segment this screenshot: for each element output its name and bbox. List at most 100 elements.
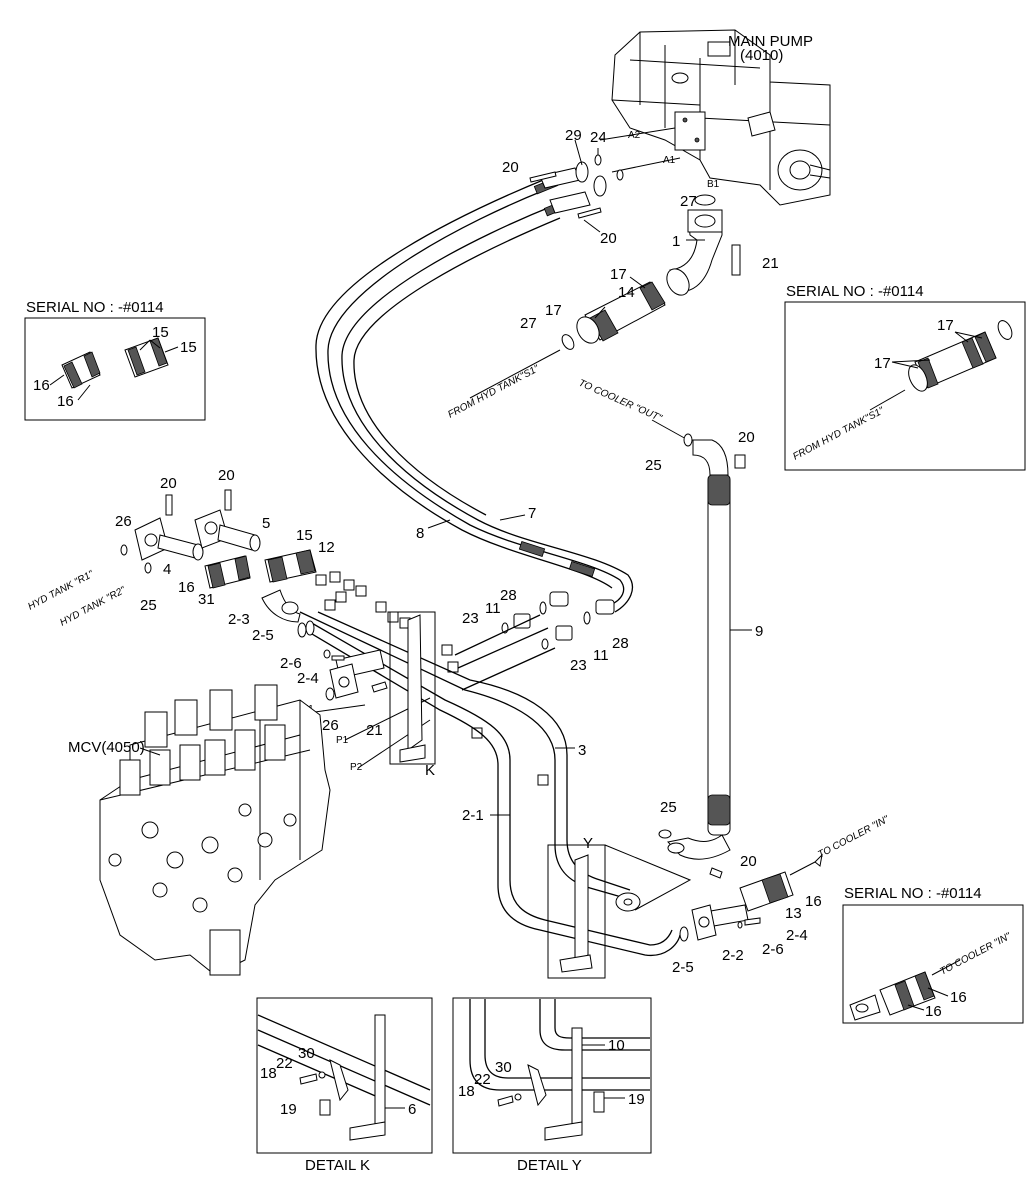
serial-box-left-label-16a: 16 [33, 377, 50, 394]
callout-2-6-b: 2-6 [762, 941, 784, 958]
detail-k-label-30: 30 [298, 1045, 315, 1062]
callout-27-a: 27 [680, 193, 697, 210]
pipe-3 [299, 611, 641, 912]
callout-21-a: 21 [762, 255, 779, 272]
callout-11-a: 11 [485, 600, 501, 617]
callout-31: 31 [198, 591, 215, 608]
callout-23-a: 23 [462, 610, 479, 627]
serial-box-bottom-note: TO COOLER "IN" [938, 931, 1013, 978]
detail-y-label-10: 10 [608, 1037, 625, 1054]
callout-15: 15 [296, 527, 313, 544]
callout-26-a: 26 [115, 513, 132, 530]
mcv-4050 [99, 684, 331, 976]
callout-17-a: 17 [610, 266, 627, 283]
detail-k-label-19: 19 [280, 1101, 297, 1118]
main-pump [611, 29, 831, 206]
serial-box-left-label-15a: 15 [152, 324, 169, 341]
callout-2-6-a: 2-6 [280, 655, 302, 672]
flange-4 [134, 517, 204, 561]
detail-y-label-19: 19 [628, 1091, 645, 1108]
serial-box-bottom-title: SERIAL NO : -#0114 [844, 885, 982, 902]
serial-box-right-title: SERIAL NO : -#0114 [786, 283, 924, 300]
detail-k-label-6: 6 [408, 1101, 416, 1118]
callout-1: 1 [672, 233, 680, 250]
detail-y-label-22: 22 [474, 1071, 491, 1088]
callout-5: 5 [262, 515, 270, 532]
callout-2-3: 2-3 [228, 611, 250, 628]
hose-13 [739, 871, 794, 912]
mcv-label: MCV(4050) [68, 739, 145, 756]
serial-box-bottom [842, 904, 1024, 1024]
callout-2-2: 2-2 [722, 947, 744, 964]
flange-5 [194, 509, 261, 552]
detail-y-title: DETAIL Y [517, 1157, 582, 1174]
port-p2: P2 [350, 762, 363, 773]
note-to-cooler-in: TO COOLER "IN" [816, 814, 891, 861]
fittings-28-11 [501, 591, 615, 650]
port-a2: A2 [628, 130, 641, 141]
callout-16-b: 16 [805, 893, 822, 910]
detail-y-label-30: 30 [495, 1059, 512, 1076]
bolt-21 [731, 244, 741, 276]
elbow-cooler-in [667, 834, 731, 860]
serial-box-right [784, 301, 1026, 471]
bracket-k [389, 611, 436, 765]
port-b1: B1 [707, 179, 720, 190]
callout-20-f: 20 [740, 853, 757, 870]
callout-12: 12 [318, 539, 335, 556]
serial-box-left-label-15b: 15 [180, 339, 197, 356]
pump-fittings [529, 154, 624, 219]
callout-17-b: 17 [545, 302, 562, 319]
callout-29: 29 [565, 127, 582, 144]
elbow-1 [666, 209, 723, 296]
callout-20-d: 20 [160, 475, 177, 492]
callout-7: 7 [528, 505, 536, 522]
callout-20-a: 20 [502, 159, 519, 176]
main-pump-label: MAIN PUMP [728, 33, 813, 50]
main-pump-code: (4010) [740, 47, 783, 64]
hose-31 [204, 555, 251, 589]
callout-2-4-a: 2-4 [297, 670, 319, 687]
callout-27-b: 27 [520, 315, 537, 332]
callout-9: 9 [755, 623, 763, 640]
port-p1: P1 [336, 735, 349, 746]
callout-21-b: 21 [366, 722, 383, 739]
serial-box-bottom-label-16b: 16 [925, 1003, 942, 1020]
callout-16-a: 16 [178, 579, 195, 596]
callout-8: 8 [416, 525, 424, 542]
detail-k-label-18: 18 [260, 1065, 277, 1082]
note-to-cooler-out: TO COOLER "OUT" [577, 378, 664, 425]
callout-2-5-b: 2-5 [672, 959, 694, 976]
hose-14 [576, 281, 666, 344]
port-k: K [425, 762, 435, 779]
detail-y-box [452, 997, 652, 1154]
bracket-y [547, 844, 692, 979]
callout-28-a: 28 [500, 587, 517, 604]
callout-2-4-b: 2-4 [786, 927, 808, 944]
serial-box-left-label-16b: 16 [57, 393, 74, 410]
callout-25-c: 25 [660, 799, 677, 816]
o-ring-27 [694, 194, 716, 206]
callout-20-b: 20 [600, 230, 617, 247]
detail-k-box [256, 997, 433, 1154]
callout-2-5-a: 2-5 [252, 627, 274, 644]
pipe-2-1 [305, 620, 681, 957]
callout-20-c: 20 [738, 429, 755, 446]
detail-k-label-22: 22 [276, 1055, 293, 1072]
serial-box-bottom-label-16a: 16 [950, 989, 967, 1006]
callout-2-1: 2-1 [462, 807, 484, 824]
note-from-hyd-tank: FROM HYD TANK"S1" [446, 363, 541, 421]
adapter-cluster [315, 571, 549, 786]
callout-3: 3 [578, 742, 586, 759]
port-y: Y [583, 835, 593, 852]
o-ring-27-b [561, 334, 575, 350]
callout-11-b: 11 [593, 647, 609, 664]
callout-28-b: 28 [612, 635, 629, 652]
callout-24: 24 [590, 129, 607, 146]
serial-box-left [24, 317, 206, 421]
serial-box-right-label-17b: 17 [874, 355, 891, 372]
serial-box-left-title: SERIAL NO : -#0114 [26, 299, 164, 316]
callout-13: 13 [785, 905, 802, 922]
callout-25-b: 25 [140, 597, 157, 614]
